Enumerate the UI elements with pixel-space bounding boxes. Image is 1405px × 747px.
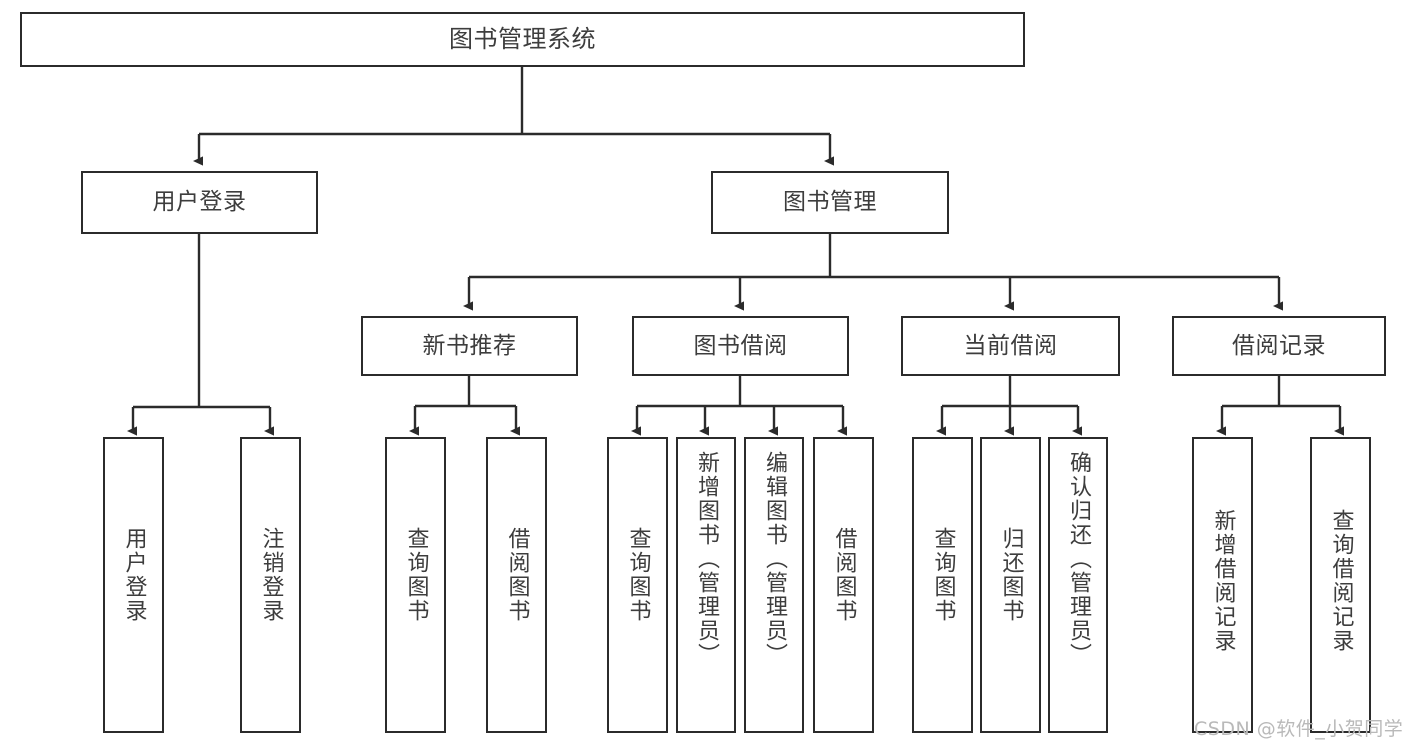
node-leaf-edit-book-admin[interactable]: 编辑图书（管理员） [744,437,804,733]
node-leaf-logout[interactable]: 注销登录 [240,437,301,733]
node-borrow-record[interactable]: 借阅记录 [1172,316,1386,376]
node-leaf-confirm-return-admin-label: 确认归还（管理员） [1066,451,1091,667]
node-new-book-recommend[interactable]: 新书推荐 [361,316,578,376]
node-leaf-borrow-book-1[interactable]: 借阅图书 [486,437,547,733]
node-leaf-confirm-return-admin[interactable]: 确认归还（管理员） [1048,437,1108,733]
node-root[interactable]: 图书管理系统 [20,12,1025,67]
node-leaf-query-book-3[interactable]: 查询图书 [912,437,973,733]
node-book-management-label: 图书管理 [783,189,877,216]
node-leaf-query-book-1-label: 查询图书 [403,527,429,623]
node-leaf-user-login[interactable]: 用户登录 [103,437,164,733]
node-root-label: 图书管理系统 [449,24,596,53]
node-current-borrow[interactable]: 当前借阅 [901,316,1120,376]
node-leaf-add-borrow-record[interactable]: 新增借阅记录 [1192,437,1253,733]
node-leaf-query-borrow-record-label: 查询借阅记录 [1328,509,1354,653]
node-new-book-recommend-label: 新书推荐 [422,332,517,359]
node-book-management[interactable]: 图书管理 [711,171,949,234]
watermark: CSDN @软件_小贺同学 [1194,718,1404,740]
node-leaf-query-book-2[interactable]: 查询图书 [607,437,668,733]
node-leaf-borrow-book-2[interactable]: 借阅图书 [813,437,874,733]
node-leaf-query-book-2-label: 查询图书 [625,527,651,623]
node-leaf-return-book[interactable]: 归还图书 [980,437,1041,733]
node-user-login-label: 用户登录 [152,189,247,216]
node-borrow-record-label: 借阅记录 [1232,332,1326,359]
node-leaf-query-borrow-record[interactable]: 查询借阅记录 [1310,437,1371,733]
node-book-borrow-label: 图书借阅 [693,332,788,359]
node-leaf-borrow-book-1-label: 借阅图书 [504,527,530,623]
node-leaf-logout-label: 注销登录 [258,527,284,623]
node-book-borrow[interactable]: 图书借阅 [632,316,849,376]
node-leaf-query-book-1[interactable]: 查询图书 [385,437,446,733]
node-leaf-add-book-admin[interactable]: 新增图书（管理员） [676,437,736,733]
node-leaf-return-book-label: 归还图书 [998,527,1024,623]
node-leaf-edit-book-admin-label: 编辑图书（管理员） [762,451,787,667]
node-leaf-user-login-label: 用户登录 [121,527,147,623]
node-user-login[interactable]: 用户登录 [81,171,318,234]
node-leaf-query-book-3-label: 查询图书 [930,527,956,623]
node-current-borrow-label: 当前借阅 [963,332,1058,359]
node-leaf-add-book-admin-label: 新增图书（管理员） [694,451,719,667]
node-leaf-borrow-book-2-label: 借阅图书 [831,527,857,623]
node-leaf-add-borrow-record-label: 新增借阅记录 [1210,509,1236,653]
